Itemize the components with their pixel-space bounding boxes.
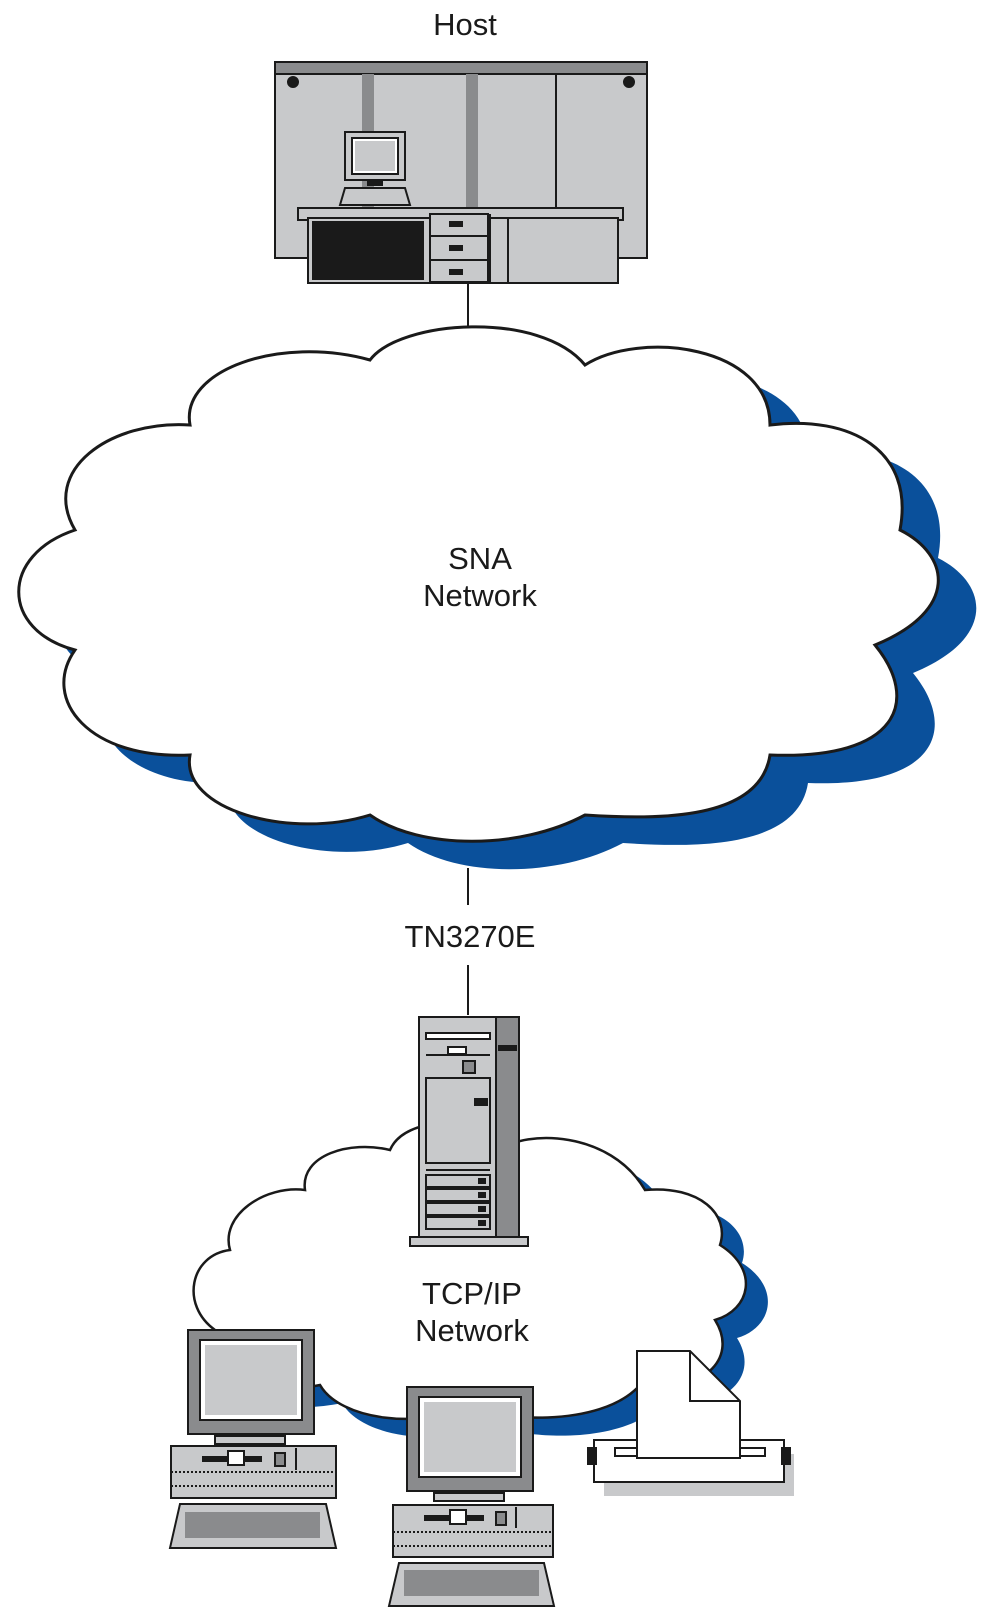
tcpip-label-line1: TCP/IP (422, 1276, 522, 1311)
printer-icon (587, 1350, 794, 1496)
host-label: Host (433, 7, 497, 42)
sna-label-line2: Network (423, 578, 537, 613)
desktop-pc-icon (387, 1386, 556, 1607)
mainframe-icon (274, 61, 648, 284)
tower-server-icon (409, 1016, 529, 1247)
desktop-pc-icon (168, 1329, 338, 1549)
sna-label-line1: SNA (448, 541, 512, 576)
gateway-protocol-label: TN3270E (404, 919, 536, 954)
sna-network-label: SNA Network (380, 540, 580, 614)
tcpip-label-line2: Network (415, 1313, 529, 1348)
tcpip-network-label: TCP/IP Network (372, 1275, 572, 1349)
